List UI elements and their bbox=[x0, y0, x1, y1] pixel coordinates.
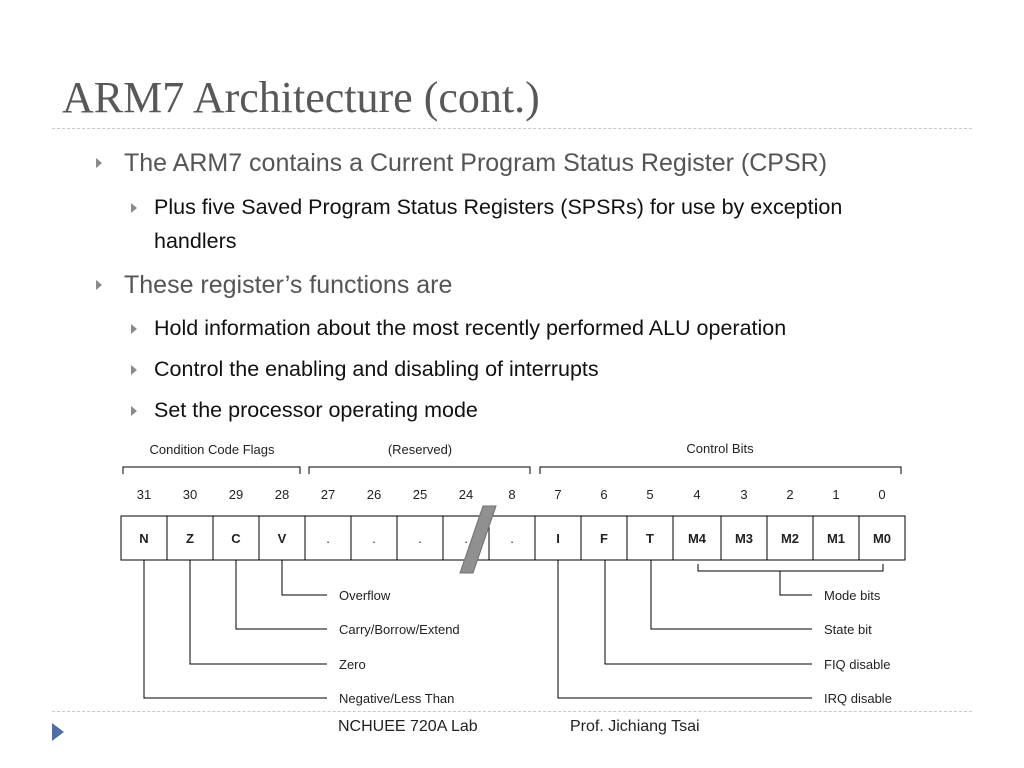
reserved-bracket bbox=[308, 466, 531, 474]
bit-number: 31 bbox=[137, 487, 151, 502]
footer-divider bbox=[52, 711, 972, 712]
callout-fiq-disable-line bbox=[604, 560, 812, 665]
bit-number: 4 bbox=[693, 487, 700, 502]
control-bits-bracket bbox=[539, 466, 902, 474]
group-label-reserved: (Reserved) bbox=[388, 442, 452, 457]
register-bit-cell: C bbox=[231, 531, 241, 546]
register-bit-cell: T bbox=[646, 531, 654, 546]
bullet-arrow-icon bbox=[96, 158, 102, 168]
bullet-level2: Control the enabling and disabling of in… bbox=[154, 357, 599, 381]
group-label-control-bits: Control Bits bbox=[686, 441, 754, 456]
callout-negative-line bbox=[143, 560, 327, 699]
bullet-level2: Plus five Saved Program Status Registers… bbox=[154, 195, 843, 219]
callout-zero-line bbox=[189, 560, 327, 665]
bit-number: 26 bbox=[367, 487, 381, 502]
callout-mode-bits-label: Mode bits bbox=[824, 588, 881, 603]
bit-number: 8 bbox=[508, 487, 515, 502]
register-bit-cell: . bbox=[372, 531, 376, 546]
mode-bits-bracket bbox=[697, 564, 884, 572]
slide-title: ARM7 Architecture (cont.) bbox=[62, 73, 540, 122]
callout-state-bit-label: State bit bbox=[824, 622, 872, 637]
register-bit-cell: . bbox=[464, 531, 468, 546]
register-bit-cell: . bbox=[326, 531, 330, 546]
condition-flags-bracket bbox=[122, 466, 301, 474]
footer-lab: NCHUEE 720A Lab bbox=[338, 718, 478, 735]
callout-state-bit-line bbox=[650, 560, 812, 630]
group-label-condition-flags: Condition Code Flags bbox=[149, 442, 275, 457]
register-bit-cell: V bbox=[278, 531, 287, 546]
bullet-arrow-icon bbox=[131, 406, 137, 416]
bit-number: 5 bbox=[646, 487, 653, 502]
title-divider bbox=[52, 128, 972, 129]
bullet-level1: These register’s functions are bbox=[124, 271, 453, 299]
bullet-level2: Set the processor operating mode bbox=[154, 398, 478, 422]
bit-number: 0 bbox=[878, 487, 885, 502]
callout-zero-label: Zero bbox=[339, 657, 366, 672]
bullet-level2-continuation: handlers bbox=[154, 229, 237, 253]
callout-overflow-line bbox=[281, 560, 327, 596]
register-bit-cell: Z bbox=[186, 531, 194, 546]
register-bit-cell: M2 bbox=[781, 531, 799, 546]
callout-fiq-disable-label: FIQ disable bbox=[824, 657, 890, 672]
bullet-arrow-icon bbox=[131, 203, 137, 213]
register-bit-cell: M0 bbox=[873, 531, 891, 546]
bullet-arrow-icon bbox=[131, 365, 137, 375]
next-slide-arrow-icon[interactable] bbox=[52, 723, 64, 741]
cpsr-bit-diagram: Condition Code Flags (Reserved) Control Bi… bbox=[120, 441, 906, 706]
bit-number: 2 bbox=[786, 487, 793, 502]
bit-number: 27 bbox=[321, 487, 335, 502]
register-bit-cell: F bbox=[600, 531, 608, 546]
callout-carry-line bbox=[235, 560, 327, 630]
bit-number: 28 bbox=[275, 487, 289, 502]
register-outline bbox=[120, 515, 906, 561]
bit-number: 7 bbox=[554, 487, 561, 502]
register-bit-cell: M4 bbox=[688, 531, 707, 546]
bit-number: 29 bbox=[229, 487, 243, 502]
bit-number: 25 bbox=[413, 487, 427, 502]
callout-mode-bits-line bbox=[779, 571, 812, 596]
register-bit-cell: I bbox=[556, 531, 560, 546]
register-bit-cell: M3 bbox=[735, 531, 753, 546]
callout-carry-label: Carry/Borrow/Extend bbox=[339, 622, 460, 637]
bit-number: 3 bbox=[740, 487, 747, 502]
callout-overflow-label: Overflow bbox=[339, 588, 391, 603]
register-bit-cell: M1 bbox=[827, 531, 845, 546]
bit-number: 24 bbox=[459, 487, 473, 502]
bullet-level1: The ARM7 contains a Current Program Stat… bbox=[124, 149, 828, 177]
bullet-arrow-icon bbox=[96, 280, 102, 290]
bit-number: 6 bbox=[600, 487, 607, 502]
callout-irq-disable-line bbox=[557, 560, 812, 699]
register-bit-cell: . bbox=[510, 531, 514, 546]
callout-irq-disable-label: IRQ disable bbox=[824, 691, 892, 706]
bullet-level2: Hold information about the most recently… bbox=[154, 316, 787, 340]
bit-range-break-marker bbox=[459, 505, 497, 574]
register-bit-cell: N bbox=[139, 531, 148, 546]
bullet-arrow-icon bbox=[131, 324, 137, 334]
footer-author: Prof. Jichiang Tsai bbox=[570, 718, 700, 735]
register-bit-cell: . bbox=[418, 531, 422, 546]
bit-number: 30 bbox=[183, 487, 197, 502]
callout-negative-label: Negative/Less Than bbox=[339, 691, 454, 706]
bit-number: 1 bbox=[832, 487, 839, 502]
